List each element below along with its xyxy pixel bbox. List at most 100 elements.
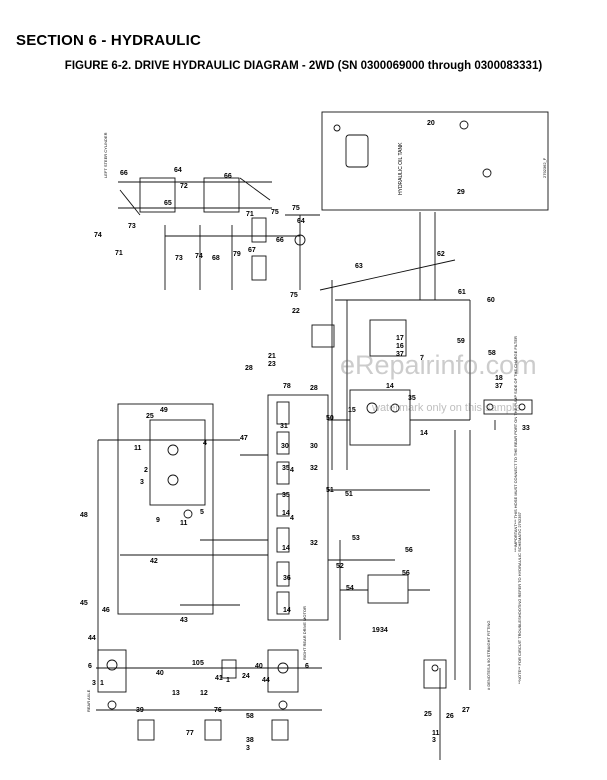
callout: 21 — [268, 353, 276, 360]
callout: 71 — [246, 211, 254, 218]
callout: 45 — [80, 600, 88, 607]
callout: 15 — [348, 407, 356, 414]
callout: 60 — [487, 297, 495, 304]
callout: 16 — [396, 343, 404, 350]
cyl-block-pump — [339, 540, 430, 640]
callout: 12 — [200, 690, 208, 697]
callout: 35 — [282, 492, 290, 499]
callout: 75 — [290, 292, 298, 299]
callout: 44 — [262, 677, 270, 684]
callout: 9 — [156, 517, 160, 524]
diagram-notes: ***IMPORTANT*** THIS HOSE MUST CONNECT T… — [486, 336, 522, 690]
callout: 25 — [424, 711, 432, 718]
callout: 62 — [437, 251, 445, 258]
callout: 6 — [88, 663, 92, 670]
right-hose-runs — [423, 420, 496, 760]
callout: 51 — [345, 491, 353, 498]
callout: 3 — [432, 737, 436, 744]
callout: 1 — [100, 680, 104, 687]
callout: 67 — [248, 247, 256, 254]
callout: 14 — [420, 430, 428, 437]
callout: 22 — [292, 308, 300, 315]
callout: 25 — [146, 413, 154, 420]
watermark: eRepairinfo.com — [340, 350, 537, 380]
callout: 35 — [282, 465, 290, 472]
callout: 20 — [427, 120, 435, 127]
callout: 74 — [195, 253, 203, 260]
hydraulic-oil-tank-label: HYDRAULIC OIL TANK — [398, 142, 404, 195]
callout: 68 — [212, 255, 220, 262]
callout: 1 — [226, 677, 230, 684]
callout: 59 — [457, 338, 465, 345]
callout: 30 — [310, 443, 318, 450]
rear-axle-label: REAR AXLE — [86, 689, 91, 712]
callout: 73 — [128, 223, 136, 230]
callout: 36 — [283, 575, 291, 582]
callout: 24 — [242, 673, 250, 680]
callout: 23 — [268, 361, 276, 368]
callout: 74 — [94, 232, 102, 239]
callout: 63 — [355, 263, 363, 270]
callout: 65 — [164, 200, 172, 207]
callout: 11 — [432, 730, 440, 737]
callout: 77 — [186, 730, 194, 737]
callout: 76 — [214, 707, 222, 714]
callout: 38 — [246, 737, 254, 744]
callout: 48 — [80, 512, 88, 519]
callout: 11 — [134, 445, 142, 452]
callout: 49 — [160, 407, 168, 414]
callout: 78 — [283, 383, 291, 390]
callout: 64 — [174, 167, 182, 174]
callout: 40 — [156, 670, 164, 677]
callout: 28 — [245, 365, 253, 372]
callout-numbers: 20 29 64 66 66 72 65 71 75 74 73 71 73 7… — [80, 120, 530, 752]
left-steer-cylinder-label: LEFT STEER CYLINDER — [103, 132, 108, 178]
callout: 66 — [224, 173, 232, 180]
callout: 54 — [346, 585, 354, 592]
callout: 33 — [522, 425, 530, 432]
callout: 72 — [180, 183, 188, 190]
callout: 4 — [290, 515, 294, 522]
callout: 28 — [310, 385, 318, 392]
callout: 32 — [310, 540, 318, 547]
callout: 30 — [281, 443, 289, 450]
callout: 37 — [396, 351, 404, 358]
callout: 3 — [140, 479, 144, 486]
callout: 42 — [150, 558, 158, 565]
callout: 13 — [172, 690, 180, 697]
callout: 26 — [446, 713, 454, 720]
callout: 56 — [405, 547, 413, 554]
callout: 51 — [326, 487, 334, 494]
callout: 52 — [336, 563, 344, 570]
callout: 44 — [88, 635, 96, 642]
callout: 14 — [282, 545, 290, 552]
callout: 43 — [180, 617, 188, 624]
valve-manifold — [267, 394, 430, 621]
denotes-note: # DENOTES A 90 STRAIGHT FITTING — [486, 621, 491, 691]
callout: 46 — [102, 607, 110, 614]
callout: 17 — [396, 335, 404, 342]
callout: 66 — [120, 170, 128, 177]
important-note: ***IMPORTANT*** THIS HOSE MUST CONNECT T… — [513, 336, 518, 552]
callout: 61 — [458, 289, 466, 296]
callout: 6 — [305, 663, 309, 670]
callout: 14 — [283, 607, 291, 614]
callout: 18 — [495, 375, 503, 382]
callout: 35 — [408, 395, 416, 402]
callout: 11 — [180, 520, 188, 527]
callout: 7 — [420, 355, 424, 362]
callout: 64 — [297, 218, 305, 225]
callout: 71 — [115, 250, 123, 257]
callout: 41 — [215, 675, 223, 682]
left-steer-cylinder: LEFT STEER CYLINDER — [103, 132, 320, 290]
section-title: SECTION 6 - HYDRAULIC — [16, 32, 202, 49]
right-rear-drive-motor-label: RIGHT REAR DRIVE MOTOR — [302, 606, 307, 660]
callout: 4 — [203, 440, 207, 447]
callout: 79 — [233, 251, 241, 258]
callout: 27 — [462, 707, 470, 714]
callout: 53 — [352, 535, 360, 542]
callout: 50 — [326, 415, 334, 422]
watermark-subtitle: watermark only on this sample — [372, 402, 521, 414]
rear-axle: REAR AXLE RIGHT REAR DRIVE MOTOR — [86, 606, 322, 741]
